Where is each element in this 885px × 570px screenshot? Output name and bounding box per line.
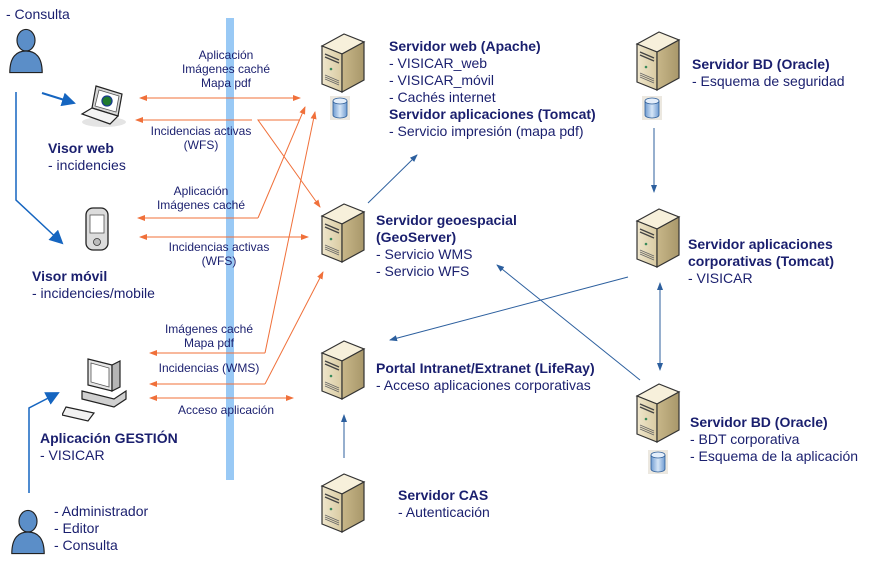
server-icon [633, 205, 681, 269]
server-icon [318, 470, 366, 534]
server-aplicaciones-corporativas: Servidor aplicaciones corporativas (Tomc… [688, 236, 834, 287]
database-icon [330, 96, 350, 120]
user-top-arrows [15, 92, 76, 245]
server-detail: - Esquema de la aplicación [690, 448, 859, 464]
server-detail: - Servicio WFS [376, 263, 470, 279]
role-label: - Consulta [54, 537, 118, 553]
server-title: corporativas (Tomcat) [688, 253, 834, 269]
role-label: - Administrador [54, 503, 149, 519]
conn-label-gestion-img: Imágenes caché Mapa pdf [155, 322, 263, 350]
server-detail: - VISICAR_móvil [389, 72, 495, 88]
conn-text: Incidencias activas [168, 240, 270, 254]
server-title: Servidor web (Apache) [389, 38, 541, 54]
server-title: Portal Intranet/Extranet (LifeRay) [376, 360, 595, 376]
conn-label-gestion-access: Acceso aplicación [165, 403, 287, 417]
server-title: Servidor geoespacial [376, 212, 517, 228]
server-title: Servidor aplicaciones (Tomcat) [389, 106, 596, 122]
database-icon [648, 450, 668, 474]
laptop-icon [80, 85, 126, 127]
conn-label-web-wfs: Incidencias activas (WFS) [140, 124, 262, 152]
client-aplicacion-gestion: Aplicación GESTIÓN - VISICAR [40, 430, 178, 464]
role-label: - Consulta [6, 6, 70, 22]
conn-text: Mapa pdf [183, 336, 235, 350]
server-title: Servidor CAS [398, 487, 489, 503]
server-icon [318, 30, 366, 94]
user-bottom-arrow [28, 392, 60, 493]
user-top-roles: - Consulta [6, 6, 70, 23]
server-bd-oracle-corporativa: Servidor BD (Oracle) - BDT corporativa -… [690, 414, 858, 465]
conn-text: Incidencias (WMS) [158, 361, 260, 375]
client-title: Visor web [48, 140, 114, 156]
conn-text: Imágenes caché [164, 322, 254, 336]
server-detail: - Cachés internet [389, 89, 496, 105]
server-title: Servidor aplicaciones [688, 236, 833, 252]
server-detail: - VISICAR_web [389, 55, 488, 71]
client-detail: - incidencies [48, 157, 126, 173]
conn-text: Aplicación [173, 184, 229, 198]
server-bd-oracle-security: Servidor BD (Oracle) - Esquema de seguri… [692, 56, 845, 90]
server-icon [633, 28, 681, 92]
conn-text: Imágenes caché [181, 62, 271, 76]
client-detail: - VISICAR [40, 447, 105, 463]
server-detail: - Servicio WMS [376, 246, 473, 262]
server-portal-liferay: Portal Intranet/Extranet (LifeRay) - Acc… [376, 360, 595, 394]
desktop-computer-icon [62, 358, 127, 422]
server-detail: - Acceso aplicaciones corporativas [376, 377, 591, 393]
server-detail: - BDT corporativa [690, 431, 800, 447]
server-title: Servidor BD (Oracle) [692, 56, 830, 72]
client-visor-movil: Visor móvil - incidencies/mobile [32, 268, 155, 302]
server-title: Servidor BD (Oracle) [690, 414, 828, 430]
server-detail: - Autenticación [398, 504, 490, 520]
orange-connectors [135, 95, 324, 401]
server-detail: - Esquema de seguridad [692, 73, 845, 89]
database-icon [642, 96, 662, 120]
client-title: Visor móvil [32, 268, 108, 284]
blue-connectors [341, 128, 663, 458]
conn-label-gestion-wms: Incidencias (WMS) [150, 361, 268, 375]
conn-text: Mapa pdf [200, 76, 252, 90]
conn-text: Imágenes caché [156, 198, 246, 212]
conn-text: (WFS) [183, 138, 219, 152]
server-detail: - Servicio impresión (mapa pdf) [389, 123, 584, 139]
client-visor-web: Visor web - incidencies [48, 140, 126, 174]
user-icon [10, 505, 46, 559]
conn-text: (WFS) [201, 254, 237, 268]
server-icon [318, 200, 366, 264]
server-title: (GeoServer) [376, 229, 457, 245]
client-title: Aplicación GESTIÓN [40, 430, 178, 446]
mobile-device-icon [85, 207, 109, 251]
server-web-apache: Servidor web (Apache) - VISICAR_web - VI… [389, 38, 596, 140]
client-detail: - incidencies/mobile [32, 285, 155, 301]
conn-label-movil-wfs: Incidencias activas (WFS) [158, 240, 280, 268]
user-icon [8, 26, 44, 76]
server-geoespacial: Servidor geoespacial (GeoServer) - Servi… [376, 212, 517, 280]
conn-label-movil-main: Aplicación Imágenes caché [148, 184, 254, 212]
server-icon [633, 380, 681, 444]
user-bottom-roles: - Administrador - Editor - Consulta [54, 503, 148, 554]
conn-label-web-main: Aplicación Imágenes caché Mapa pdf [170, 48, 282, 90]
server-cas: Servidor CAS - Autenticación [398, 487, 490, 521]
role-label: - Editor [54, 520, 100, 536]
firewall-band [226, 18, 234, 480]
conn-text: Acceso aplicación [177, 403, 275, 417]
conn-text: Aplicación [198, 48, 254, 62]
server-detail: - VISICAR [688, 270, 753, 286]
server-icon [318, 337, 366, 401]
conn-text: Incidencias activas [150, 124, 252, 138]
